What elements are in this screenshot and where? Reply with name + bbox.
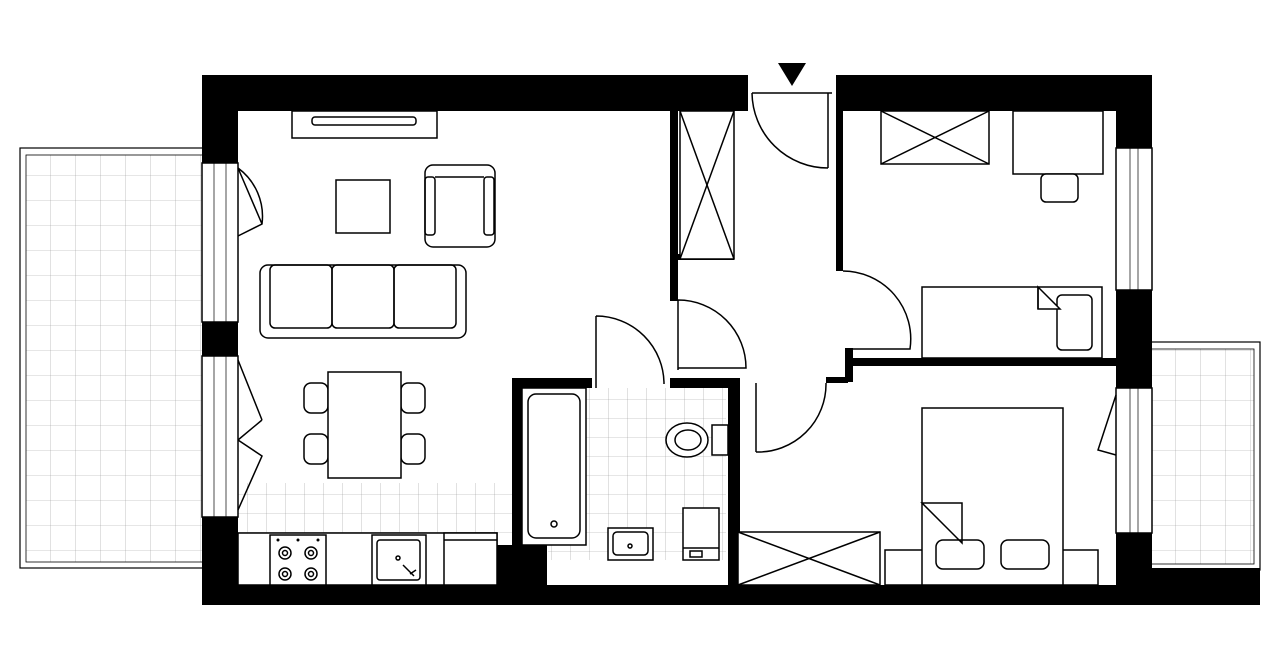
entrance-door [751,63,832,169]
hallway-wardrobe [679,110,735,260]
washing-machine [682,507,720,561]
kitchen-tile-floor [238,483,513,533]
windows [201,147,1153,534]
toilet [665,422,729,458]
coffee-table [335,179,391,234]
bedroom-2 [737,407,1099,586]
walls [202,75,1260,605]
living-room [259,110,496,479]
armchair [424,164,496,248]
bedroom-1-wardrobe [880,110,990,165]
kitchen-sink [371,534,427,586]
fridge [443,532,498,586]
balcony-right [1149,341,1261,571]
bathtub [521,387,587,546]
washbasin [607,527,654,561]
tv [311,116,417,126]
interior-doors [595,270,912,453]
bathroom [521,387,729,561]
dining-table [327,371,402,479]
entrance-marker-triangle [778,63,806,86]
sofa [259,264,467,339]
desk-chair [1040,173,1079,203]
bedroom-1 [880,110,1104,359]
single-bed [921,285,1103,359]
double-bed [884,407,1099,586]
kitchenette [237,532,498,586]
dining-set [303,371,426,479]
bedroom-2-wardrobe [737,531,881,586]
desk [1012,110,1104,175]
stove [269,534,327,586]
balcony-left [19,147,204,569]
